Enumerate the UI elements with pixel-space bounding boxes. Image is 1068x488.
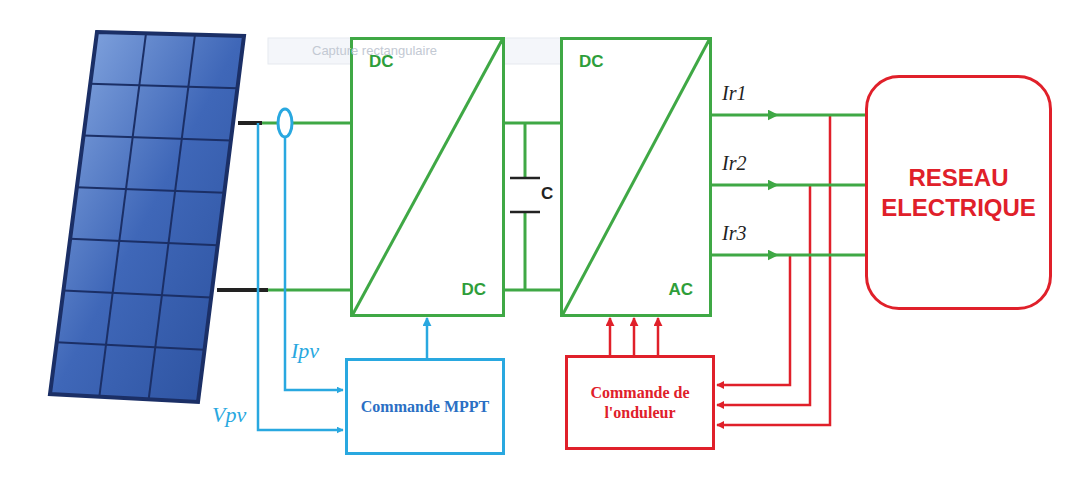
capacitor-plates xyxy=(510,178,540,212)
port-label: DC xyxy=(459,280,488,300)
wire xyxy=(505,289,562,292)
component-label: C xyxy=(541,184,553,204)
wire xyxy=(217,288,268,292)
measure-line xyxy=(285,137,343,390)
sense-line xyxy=(717,255,790,385)
current-sensor xyxy=(278,109,292,137)
watermark: Capture rectangulaire xyxy=(312,43,437,58)
port-label: DC xyxy=(577,52,606,72)
converter-diagonal xyxy=(563,40,709,314)
box-label: RESEAU ELECTRIQUE xyxy=(876,163,1041,223)
connector xyxy=(505,122,560,125)
port-label: AC xyxy=(666,280,695,300)
wire xyxy=(262,122,352,125)
capacitor-symbol xyxy=(524,123,527,290)
connector xyxy=(712,184,865,187)
grid-box: RESEAU ELECTRIQUE xyxy=(865,75,1052,310)
connector xyxy=(657,318,660,355)
converter-diagonal xyxy=(353,40,502,314)
inverter-control-box: Commande de l'onduleur xyxy=(565,355,715,450)
mppt-control-box: Commande MPPT xyxy=(345,358,505,455)
sense-line xyxy=(717,185,810,405)
box-label: Commande MPPT xyxy=(361,397,489,417)
solar-panel xyxy=(50,32,244,402)
connector xyxy=(633,318,636,355)
signal-name: Ir3 xyxy=(722,222,746,245)
signal-name: Vpv xyxy=(212,402,246,428)
sense-line xyxy=(717,115,830,425)
connector xyxy=(712,254,865,257)
measure-line xyxy=(258,123,343,430)
connector xyxy=(609,318,612,355)
signal-name: Ir2 xyxy=(722,152,746,175)
connector xyxy=(426,318,429,358)
signal-name: Ipv xyxy=(291,338,319,364)
connector xyxy=(712,114,865,117)
wire xyxy=(268,289,352,292)
signal-name: Ir1 xyxy=(722,82,746,105)
inverter-box: DC AC xyxy=(560,37,712,317)
box-label: Commande de l'onduleur xyxy=(576,383,704,423)
converter-box: DCDC xyxy=(350,37,505,317)
